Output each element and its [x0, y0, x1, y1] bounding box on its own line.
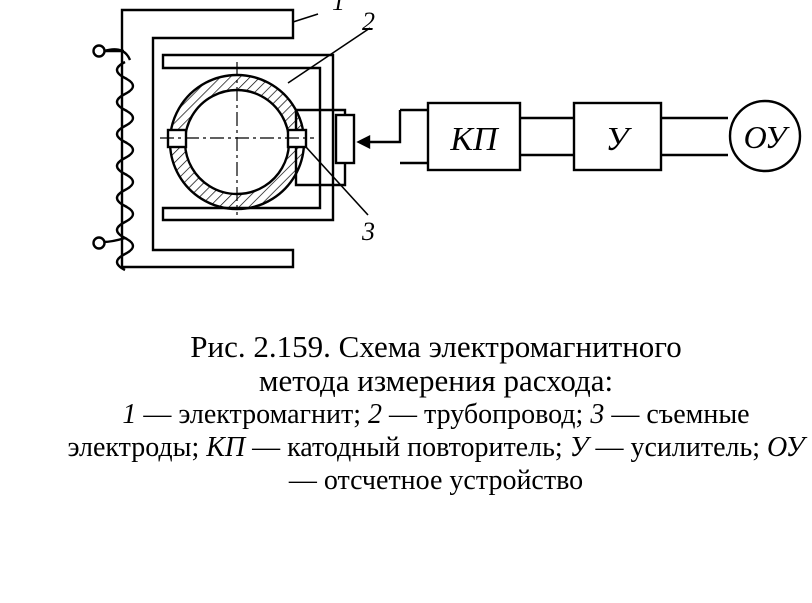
legend-key-u: У [569, 432, 589, 463]
electromagnet-coil [92, 44, 135, 272]
legend-text-u: — усилитель; [588, 432, 768, 463]
caption-title-line2: метода измерения расхода: [258, 363, 614, 398]
leader-lines [287, 13, 371, 216]
label-readout: ОУ [744, 119, 790, 155]
label-cathode-follower: КП [449, 121, 500, 158]
caption-legend: 1 — электромагнит; 2 — трубопровод; 3 — … [60, 398, 812, 497]
cathode-follower-box [426, 101, 522, 172]
coil-terminal-bottom [92, 236, 106, 250]
legend-text-kp: — катодный повторитель; [245, 432, 570, 463]
label-amplifier: У [606, 121, 633, 158]
legend-text-2: — трубопровод; [382, 399, 591, 430]
electrode-wiring [294, 108, 402, 187]
legend-text-1: — электромагнит; [136, 399, 368, 430]
caption-title-line1: Рис. 2.159. Схема электромагнитного [190, 329, 682, 364]
legend-text-ou: — отсчетное устройство [288, 465, 584, 496]
pipeline-section [160, 62, 314, 215]
readout-device [728, 99, 802, 173]
flow-measurement-diagram: 1 2 3 КП У ОУ [92, 0, 802, 272]
legend-key-3: 3 [590, 399, 605, 430]
amplifier-box [572, 101, 663, 172]
label-electromagnet: 1 [332, 0, 345, 16]
signal-chain-wires [400, 108, 728, 165]
label-pipeline: 2 [362, 7, 375, 36]
legend-key-kp: КП [206, 432, 246, 463]
coil-terminal-top [92, 44, 106, 58]
legend-key-2: 2 [368, 399, 382, 430]
potentiometer [334, 113, 356, 165]
legend-text-3: — съемные электроды; [67, 399, 750, 463]
legend-key-1: 1 [122, 399, 137, 430]
legend-key-ou: ОУ [767, 432, 805, 463]
figure-caption: Рис. 2.159. Схема электромагнитного мето… [60, 330, 812, 497]
label-electrodes: 3 [361, 217, 375, 246]
caption-title: Рис. 2.159. Схема электромагнитного мето… [60, 330, 812, 398]
